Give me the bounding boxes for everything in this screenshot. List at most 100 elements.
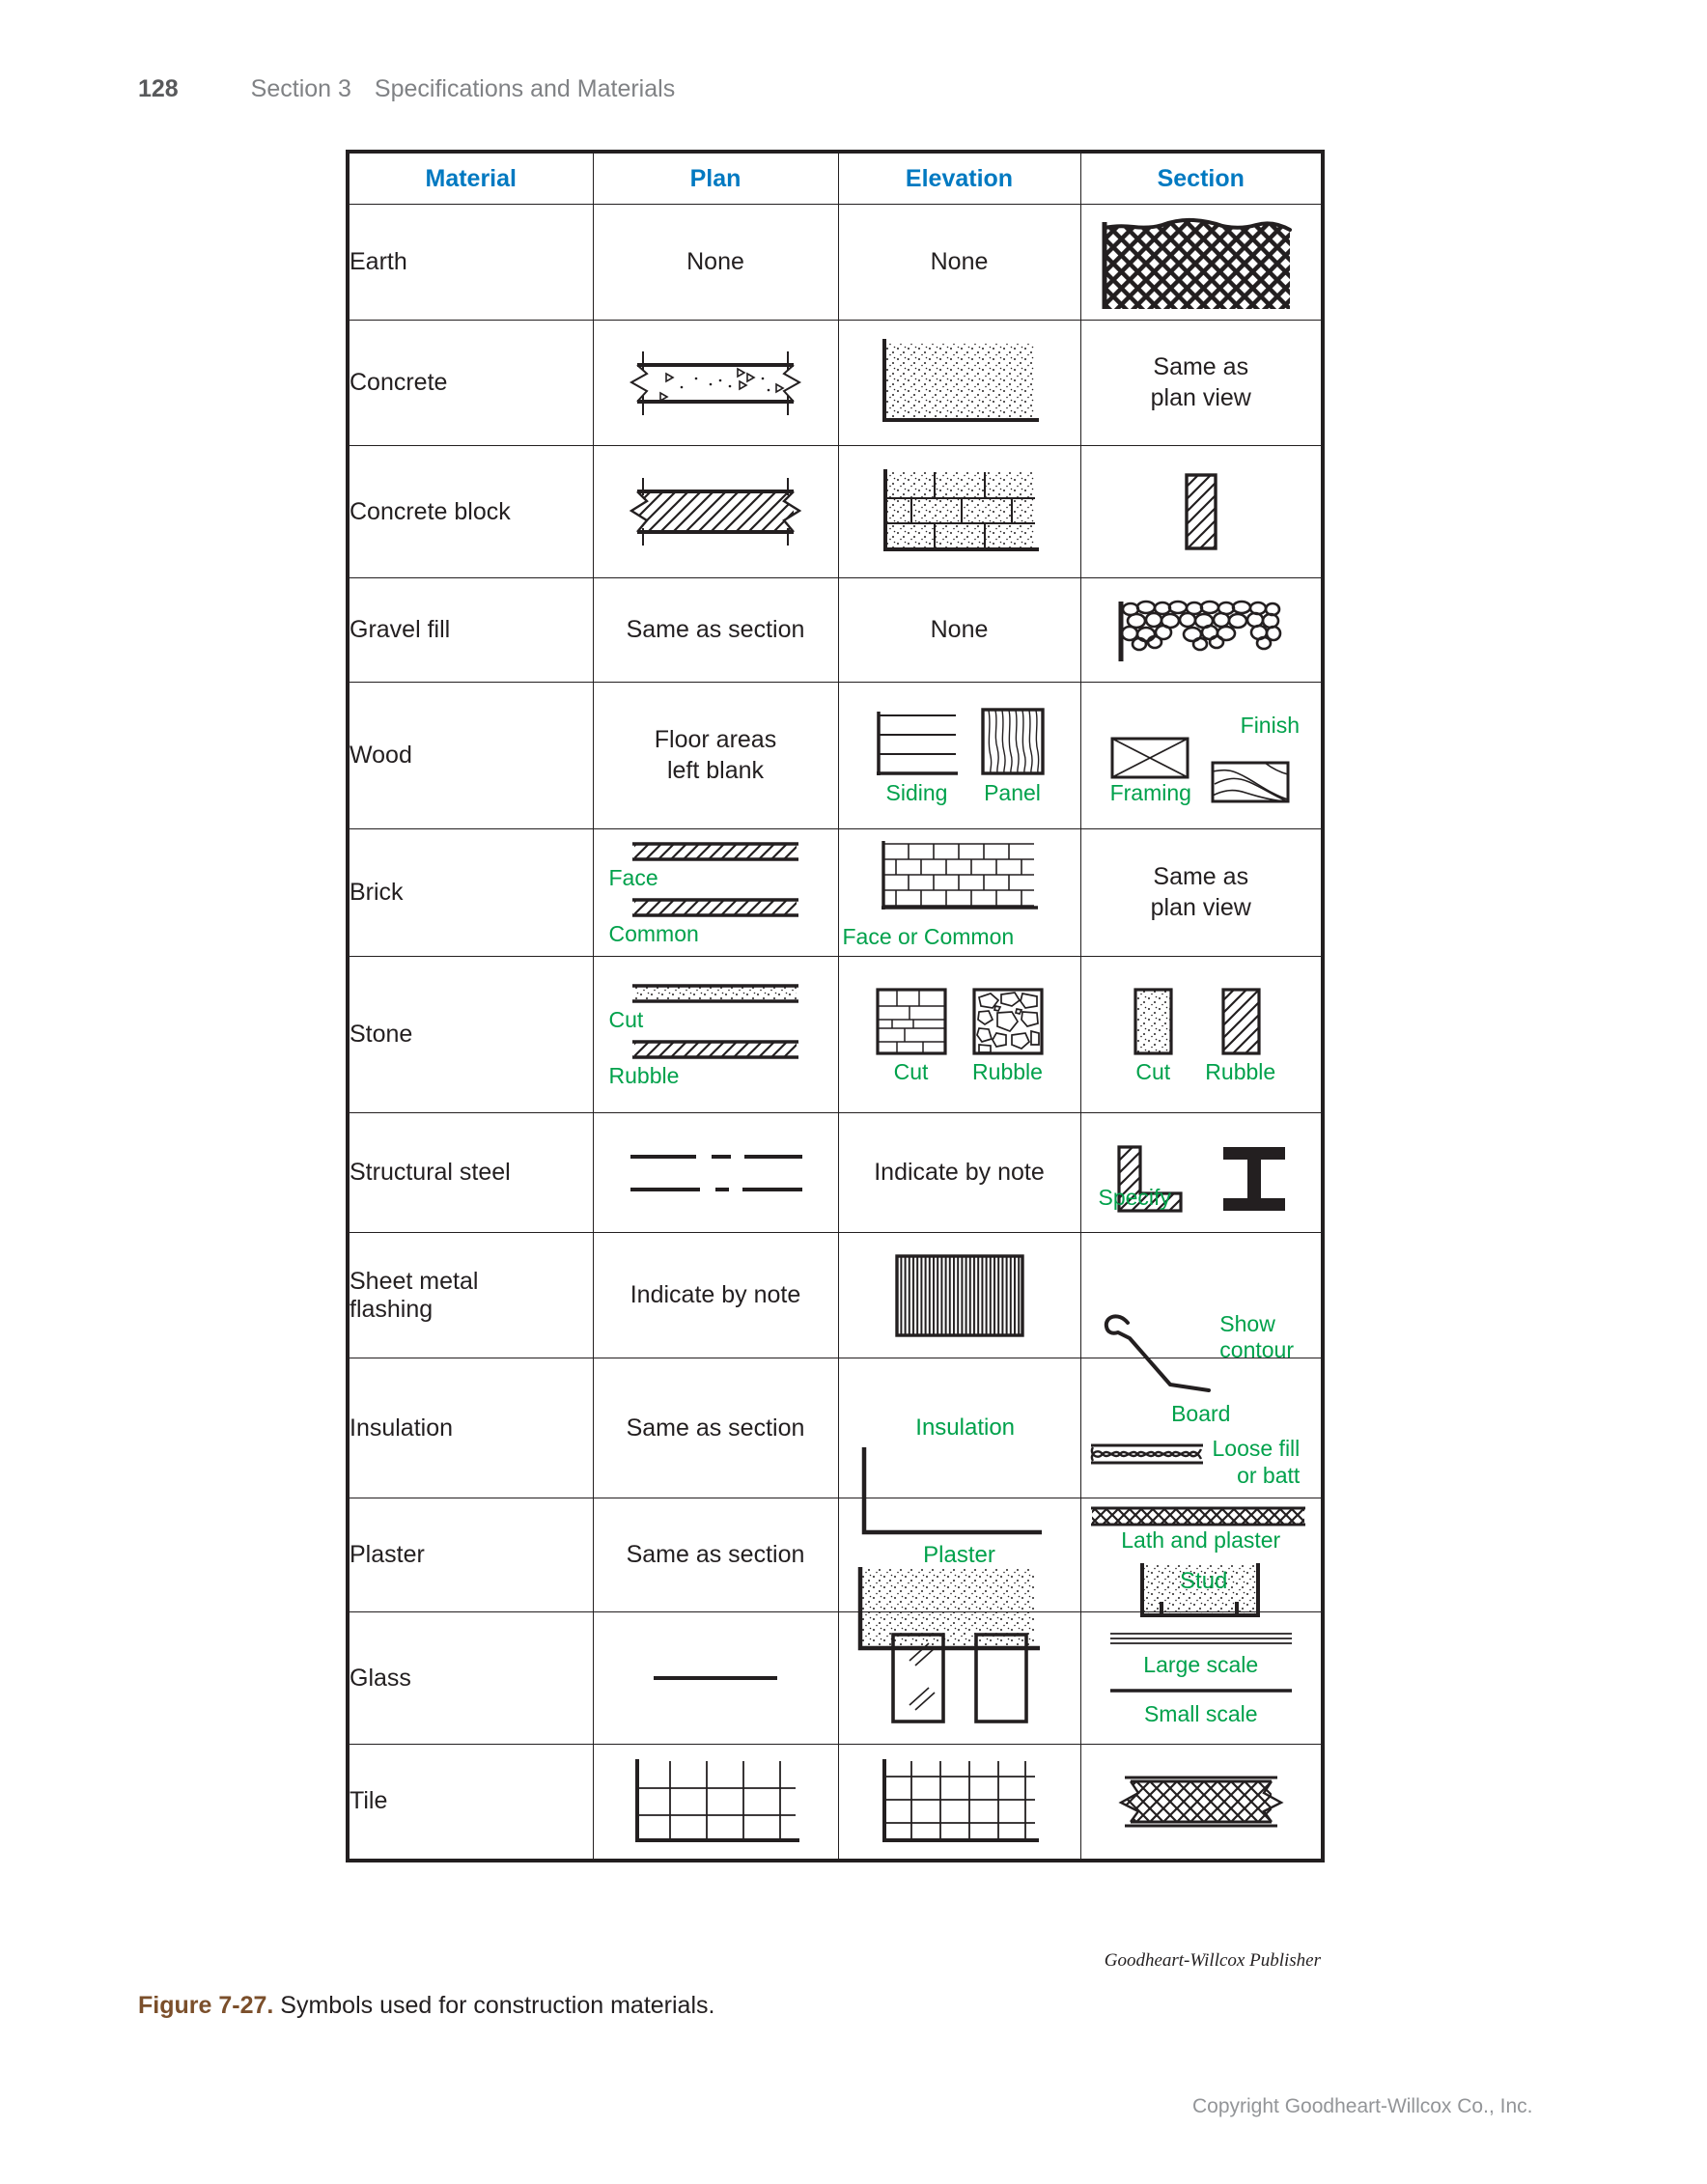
figure-caption: Figure 7-27. Symbols used for constructi…	[138, 1992, 714, 2020]
stone-cut-sect-label: Cut	[1135, 1058, 1171, 1084]
gravel-elevation-text: None	[930, 616, 989, 643]
sheet-metal-label-line1: Sheet metal	[350, 1267, 479, 1295]
tile-plan-cell	[592, 1744, 839, 1861]
insulation-or-batt-label: or batt	[1237, 1462, 1301, 1488]
material-label: Insulation	[347, 1358, 594, 1498]
page-number: 128	[138, 75, 179, 102]
sheet-metal-label-line2: flashing	[350, 1295, 434, 1323]
column-header-section: Section	[1079, 151, 1324, 205]
brick-common-label: Common	[608, 920, 699, 946]
table-row: Concrete	[347, 320, 1324, 446]
concrete-block-plan-cell	[592, 445, 839, 578]
table-row: Glass	[347, 1611, 1324, 1745]
lath-plaster-stud-icon	[1139, 1562, 1260, 1617]
material-label: Structural steel	[347, 1112, 594, 1233]
section-number: Section 3	[250, 75, 351, 102]
earth-section-cell	[1079, 204, 1324, 321]
material-label: Wood	[347, 682, 594, 829]
figure-credit: Goodheart-Willcox Publisher	[1104, 1950, 1321, 1971]
stone-rubble-sect-group: Rubble	[1205, 985, 1275, 1084]
steel-specify-label: Specify	[1098, 1185, 1171, 1211]
brick-running-bond-icon	[881, 840, 1038, 910]
material-label: Glass	[347, 1611, 594, 1745]
concrete-section-line2: plan view	[1150, 383, 1251, 411]
brick-elevation-label: Face or Common	[842, 923, 1015, 949]
tile-grid-plan-icon	[635, 1758, 799, 1842]
wood-plan-line2: left blank	[666, 756, 765, 784]
stone-cut-label: Cut	[608, 1007, 644, 1033]
wood-plan-cell: Floor areas left blank	[592, 682, 839, 829]
plaster-stipple-corner-icon	[857, 1566, 1040, 1650]
concrete-elevation-cell	[837, 320, 1081, 446]
insulation-board-label: Board	[1171, 1400, 1231, 1426]
table-row: Wood Floor areas left blank Siding	[347, 682, 1324, 829]
gravel-section-cell	[1079, 577, 1324, 683]
wood-finish-label: Finish	[1240, 712, 1300, 738]
steel-angle-icon	[1117, 1144, 1183, 1213]
wood-siding-label: Siding	[885, 779, 948, 805]
concrete-block-section-icon	[1185, 473, 1217, 550]
wood-framing-group: Framing	[1108, 733, 1193, 805]
sheet-metal-plan-text: Indicate by note	[630, 1281, 801, 1308]
earth-elevation-cell: None	[837, 204, 1081, 321]
material-label: Earth	[347, 204, 594, 321]
glass-single-line-icon	[654, 1676, 777, 1680]
stone-cut-elev-group: Cut	[873, 985, 950, 1084]
figure-caption-text: Symbols used for construction materials.	[280, 1992, 715, 2019]
wood-panel-icon	[980, 708, 1045, 775]
stone-elevation-cell: Cut	[837, 956, 1081, 1113]
table-row: Earth None None	[347, 204, 1324, 321]
wood-section-cell: Finish Framing	[1079, 682, 1324, 829]
wood-framing-label: Framing	[1109, 779, 1191, 805]
gravel-plan-text: Same as section	[626, 616, 805, 643]
lath-and-plaster-label: Lath and plaster	[1121, 1527, 1281, 1554]
sheet-metal-show-label: Show	[1219, 1310, 1275, 1336]
insulation-elevation-label: Insulation	[915, 1414, 1016, 1441]
tile-section-cell	[1079, 1744, 1324, 1861]
brick-elevation-cell: Face or Common	[837, 828, 1081, 957]
concrete-break-line-icon	[629, 350, 802, 415]
insulation-board-icon	[1090, 1506, 1305, 1526]
brick-face-label: Face	[608, 865, 658, 891]
insulation-section-cell: Loose fill or batt Board	[1079, 1358, 1324, 1526]
concrete-block-section-cell	[1079, 445, 1324, 578]
table-row: Structural steel Indicate by note	[347, 1112, 1324, 1233]
gravel-plan-cell: Same as section	[592, 577, 839, 683]
material-label: Gravel fill	[347, 577, 594, 683]
plaster-elevation-label: Plaster	[917, 1541, 1001, 1568]
column-header-plan: Plan	[592, 151, 839, 205]
column-header-material: Material	[347, 151, 594, 205]
wood-panel-label: Panel	[984, 779, 1041, 805]
insulation-corner-bracket-icon	[861, 1447, 1042, 1535]
sheet-metal-contour-icon	[1104, 1313, 1211, 1392]
concrete-stipple-icon	[882, 338, 1039, 422]
wood-finish-icon	[1211, 761, 1290, 803]
column-header-elevation: Elevation	[837, 151, 1081, 205]
wood-finish-group	[1209, 757, 1294, 805]
concrete-block-running-bond-icon	[883, 468, 1039, 551]
wood-framing-icon	[1110, 737, 1189, 779]
wood-siding-icon	[876, 711, 958, 775]
wood-siding-group: Siding	[873, 706, 962, 805]
sheet-metal-panel-icon	[894, 1253, 1024, 1337]
brick-section-cell: Same as plan view	[1079, 828, 1324, 957]
sheet-metal-contour-label: contour	[1219, 1337, 1294, 1363]
gravel-pebble-icon	[1118, 600, 1282, 661]
table-row: Sheet metal flashing Indicate by note	[347, 1232, 1324, 1392]
sheet-metal-elevation-cell	[837, 1232, 1081, 1358]
insulation-plan-text: Same as section	[626, 1414, 805, 1442]
table-row: Stone Cut Rubble	[347, 956, 1324, 1113]
glass-section-cell: Large scale Small scale	[1079, 1611, 1324, 1745]
material-label: Tile	[347, 1744, 594, 1861]
concrete-section-line1: Same as	[1153, 353, 1249, 381]
tile-grid-elevation-icon	[881, 1758, 1039, 1842]
material-label: Concrete	[347, 320, 594, 446]
table-row: Concrete block	[347, 445, 1324, 578]
stone-rubble-elev-group: Rubble	[969, 985, 1047, 1084]
insulation-batt-icon	[1090, 1443, 1203, 1465]
stone-cut-section-icon	[1133, 988, 1173, 1055]
steel-section-cell: Specify	[1079, 1112, 1324, 1233]
steel-elevation-text: Indicate by note	[874, 1159, 1045, 1186]
insulation-plan-cell: Same as section	[592, 1358, 839, 1498]
